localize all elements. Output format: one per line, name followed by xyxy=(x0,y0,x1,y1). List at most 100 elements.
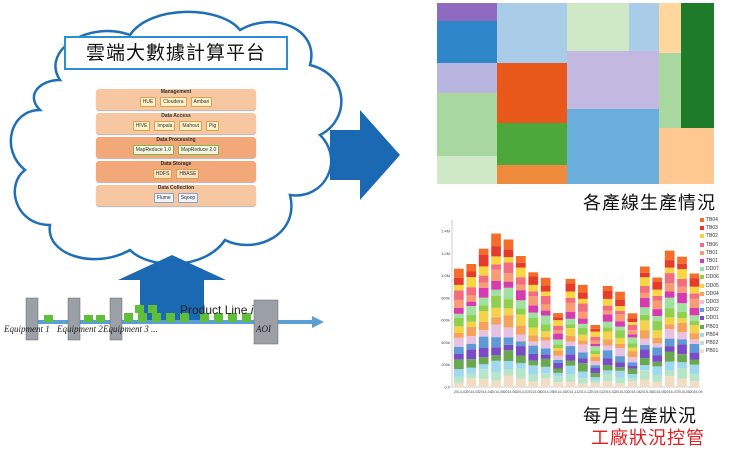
bar-segment xyxy=(553,376,563,383)
bar-segment xyxy=(454,354,464,360)
bar-segment xyxy=(478,287,489,298)
bar-segment xyxy=(615,337,625,344)
bar-segment xyxy=(491,264,501,270)
bar-segment xyxy=(491,256,501,265)
bar-segment xyxy=(528,291,539,297)
bar-segment xyxy=(491,246,501,257)
x-tick-label: 2014-09 xyxy=(541,390,554,394)
bar-segment xyxy=(503,375,514,387)
bar-segment xyxy=(689,339,700,344)
bar-segment xyxy=(528,360,539,366)
bar-segment xyxy=(652,337,663,344)
bar-segment xyxy=(454,326,464,333)
x-tick-label: 2015-09 xyxy=(690,390,703,394)
bar-segment xyxy=(553,317,563,321)
bar-segment xyxy=(689,381,700,387)
conveyor-arrowhead xyxy=(312,316,324,328)
bar-segment xyxy=(516,256,526,263)
bar-segment xyxy=(454,382,464,387)
bar-segment xyxy=(578,371,588,379)
bar-segment xyxy=(466,343,477,350)
legend-swatch xyxy=(700,349,704,354)
bar-segment xyxy=(553,344,563,348)
bar-segment xyxy=(640,286,650,293)
layer-title: Data Access xyxy=(161,113,191,119)
component-hue: HUE xyxy=(139,97,157,107)
component-cloudera: Cloudera xyxy=(160,97,187,107)
bar-segment xyxy=(652,343,663,348)
component-impala: Impala xyxy=(154,121,176,131)
bar-segment xyxy=(454,318,464,327)
bar-segment xyxy=(528,318,539,328)
bar-segment xyxy=(578,292,588,299)
bar-segment xyxy=(491,360,501,372)
legend-item: DD01 xyxy=(700,314,719,322)
legend-label: DD05 xyxy=(706,282,719,289)
bar-segment xyxy=(615,362,625,368)
bar-segment xyxy=(491,355,501,361)
bar-segment xyxy=(491,324,501,338)
bar-segment xyxy=(640,266,650,273)
bar-segment xyxy=(689,273,700,279)
bar-segment xyxy=(590,373,601,378)
bar-segment xyxy=(454,277,464,285)
bar-segment xyxy=(466,264,477,272)
bar-segment xyxy=(640,297,650,308)
bar-segment xyxy=(615,314,625,322)
bar-segment xyxy=(516,308,526,315)
product-line-label: Product Line i xyxy=(180,303,254,317)
bar-segment xyxy=(627,381,638,387)
bar-segment xyxy=(553,359,563,363)
bar-segment xyxy=(615,348,625,357)
bar-segment xyxy=(602,310,613,315)
y-tick-label: 800k xyxy=(441,295,450,300)
bar-segment xyxy=(528,381,539,387)
bar-segment xyxy=(590,340,601,344)
bar-segment xyxy=(590,325,601,329)
bar-segment xyxy=(516,368,526,379)
bar-segment xyxy=(478,275,489,283)
legend-swatch xyxy=(700,242,704,247)
bar-segment xyxy=(677,263,687,270)
legend-swatch xyxy=(700,299,704,304)
bar-segment xyxy=(615,330,625,338)
bar-segment xyxy=(478,330,489,337)
bar-segment xyxy=(640,292,650,298)
bar-segment xyxy=(640,277,650,286)
layer-management: Management HUE Cloudera Ambari xyxy=(96,89,256,110)
legend-item: PB01 xyxy=(700,347,719,355)
bar-segment xyxy=(602,314,613,322)
bar-segment xyxy=(615,299,625,306)
legend-item: PB02 xyxy=(700,339,719,347)
bar-segment xyxy=(478,255,489,267)
bar-segment xyxy=(540,304,551,311)
bar-segment xyxy=(590,331,601,337)
bar-segment xyxy=(664,297,675,309)
bar-segment xyxy=(466,287,477,296)
bar-segment xyxy=(528,341,539,346)
bar-segment xyxy=(454,300,464,308)
bar-segment xyxy=(578,303,588,312)
bar-segment xyxy=(652,277,663,282)
bar-segment xyxy=(503,361,514,370)
x-tick-label: 2014-12 xyxy=(578,390,591,394)
bar-segment xyxy=(528,327,539,336)
bar-segment xyxy=(640,344,650,350)
bar-segment xyxy=(640,349,650,359)
bar-segment xyxy=(540,336,551,341)
bar-segment xyxy=(627,357,638,363)
bar-segment xyxy=(528,354,539,361)
x-tick-label: 2015-05 xyxy=(640,390,653,394)
legend-label: TB04 xyxy=(706,217,718,224)
bar-segment xyxy=(689,364,700,374)
bar-segment xyxy=(652,309,663,316)
bar-segment xyxy=(640,272,650,278)
legend-swatch xyxy=(700,291,704,296)
bar-segment xyxy=(578,318,588,324)
bar-segment xyxy=(590,377,601,381)
bar-segment xyxy=(466,301,477,306)
bar-segment xyxy=(528,345,539,354)
bar-segment xyxy=(677,286,687,293)
bar-segment xyxy=(689,333,700,340)
